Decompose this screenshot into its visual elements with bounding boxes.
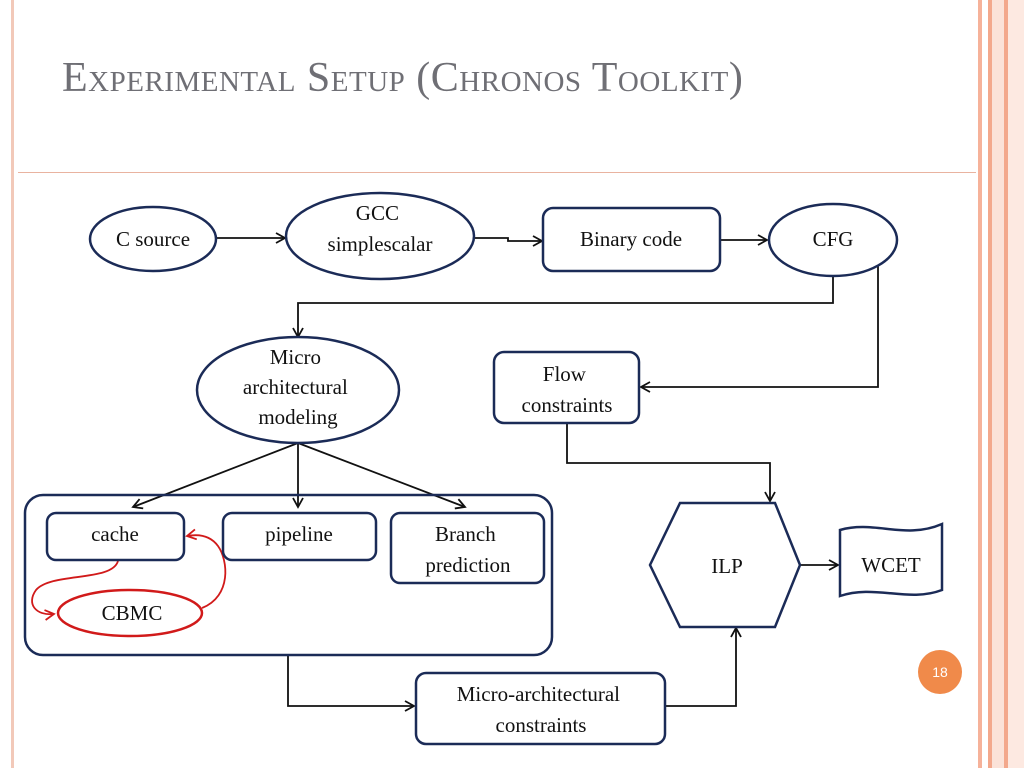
node-binary-line-1: Binary code <box>580 227 682 251</box>
right-stripe-decoration <box>976 0 1024 768</box>
node-flow-constraints: Flow constraints <box>492 350 641 425</box>
node-cfg-label: CFG <box>813 227 854 251</box>
node-gcc-shape <box>284 191 476 281</box>
edge-group-microconstraints <box>287 656 416 712</box>
node-micro-constraints-shape <box>414 671 667 746</box>
node-branch-shape <box>389 511 546 585</box>
cbmc-connectors <box>31 528 227 621</box>
left-border-decoration <box>0 0 14 768</box>
edge-gcc-binary <box>474 235 544 247</box>
node-micro-modeling-shape <box>195 335 401 445</box>
edge-microconstraints-ilp <box>665 626 742 707</box>
edge-cfg-flow <box>639 262 879 393</box>
node-flow-line-2: constraints <box>522 393 613 417</box>
node-pipeline-line-1: pipeline <box>265 522 333 546</box>
node-ilp-shape <box>648 501 802 629</box>
edge-cbmc-cache <box>185 528 227 609</box>
page-number-badge: 18 <box>918 650 962 694</box>
node-binary-shape <box>541 206 722 273</box>
node-wcet: WCET <box>838 522 944 598</box>
node-binary-label: Binary code <box>580 227 682 251</box>
node-wcet-line-1: WCET <box>861 553 921 577</box>
node-flow-label: Flow constraints <box>522 362 613 417</box>
node-gcc-line-1: GCC <box>356 201 399 225</box>
edge-cfg-micro-modeling <box>292 276 834 339</box>
edge-modeling-cache <box>131 442 299 510</box>
edge-flow-ilp <box>566 423 776 503</box>
edge-modeling-branch <box>297 442 467 510</box>
node-gcc-line-2: simplescalar <box>328 232 433 256</box>
node-c-source-shape <box>88 205 218 273</box>
node-cfg-shape <box>767 202 899 278</box>
node-micro-modeling-line-3: modeling <box>258 405 338 429</box>
node-cfg-line-1: CFG <box>813 227 854 251</box>
connectors <box>131 232 879 712</box>
node-cache: cache <box>45 511 186 562</box>
node-branch-prediction: Branch prediction <box>389 511 546 585</box>
node-cbmc: CBMC <box>56 588 204 638</box>
page-title: Experimental Setup (Chronos Toolkit) <box>62 55 744 101</box>
node-cache-line-1: cache <box>91 522 139 546</box>
node-cache-shape <box>45 511 186 562</box>
node-branch-line-2: prediction <box>425 553 511 577</box>
node-micro-constraints-line-2: constraints <box>496 713 587 737</box>
node-gcc-simplescalar: GCC simplescalar <box>284 191 476 281</box>
node-c-source-label: C source <box>116 227 190 251</box>
node-gcc-label: GCC simplescalar <box>328 201 433 256</box>
node-binary-code: Binary code <box>541 206 722 273</box>
node-pipeline-label: pipeline <box>265 522 333 546</box>
edge-cache-cbmc <box>31 560 119 621</box>
node-cfg: CFG <box>767 202 899 278</box>
node-ilp-line-1: ILP <box>711 554 743 578</box>
node-wcet-shape <box>838 522 944 598</box>
node-micro-modeling-label: Micro architectural modeling <box>243 345 353 429</box>
node-micro-constraints: Micro-architectural constraints <box>414 671 667 746</box>
node-micro-modeling-line-1: Micro <box>270 345 321 369</box>
node-pipeline: pipeline <box>221 511 378 562</box>
node-cbmc-label: CBMC <box>102 601 163 625</box>
node-c-source-line-1: C source <box>116 227 190 251</box>
title-divider <box>18 172 976 173</box>
node-flow-shape <box>492 350 641 425</box>
node-cache-label: cache <box>91 522 139 546</box>
node-branch-label: Branch prediction <box>425 522 511 577</box>
node-micro-constraints-line-1: Micro-architectural <box>457 682 620 706</box>
node-c-source: C source <box>88 205 218 273</box>
node-ilp-label: ILP <box>711 554 743 578</box>
node-micro-constraints-label: Micro-architectural constraints <box>457 682 626 737</box>
cache-model-group <box>23 493 554 657</box>
node-micro-modeling-line-2: architectural <box>243 375 348 399</box>
node-cbmc-shape <box>56 588 204 638</box>
node-micro-modeling: Micro architectural modeling <box>195 335 401 445</box>
node-ilp: ILP <box>648 501 802 629</box>
node-wcet-label: WCET <box>861 553 921 577</box>
node-pipeline-shape <box>221 511 378 562</box>
node-cbmc-line-1: CBMC <box>102 601 163 625</box>
node-branch-line-1: Branch <box>435 522 496 546</box>
node-flow-line-1: Flow <box>543 362 587 386</box>
